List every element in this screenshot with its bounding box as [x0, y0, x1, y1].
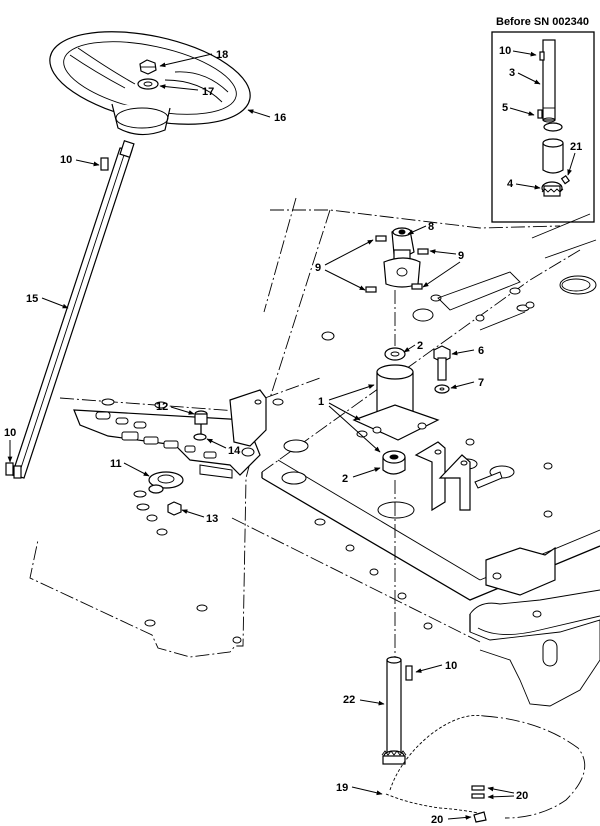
inset-leader-3 [517, 72, 541, 85]
inset-title: Before SN 002340 [496, 16, 589, 28]
inset-callout-10: 10 [499, 45, 511, 57]
callout-19: 19 [336, 782, 348, 794]
callout-2-bottom: 2 [342, 473, 348, 485]
callout-16: 16 [274, 112, 286, 124]
steering-shaft [5, 140, 135, 479]
leader-17 [159, 84, 199, 91]
inset-callout-21: 21 [570, 141, 582, 153]
callout-10-bottom: 10 [445, 660, 457, 672]
leader-2-bottom [352, 467, 381, 478]
leader-18 [159, 53, 213, 68]
steering-column-assembly [352, 227, 471, 660]
inset-leader-4 [515, 183, 541, 190]
callout-10-left: 10 [4, 427, 16, 439]
inset-leader-21 [567, 152, 576, 176]
callout-1: 1 [318, 396, 324, 408]
leader-11 [123, 462, 150, 477]
leader-1-a [328, 384, 375, 401]
inset-callout-4: 4 [507, 178, 514, 190]
callout-17: 17 [202, 86, 214, 98]
leader-12 [170, 406, 195, 415]
leader-19 [351, 786, 383, 796]
dash-panel [29, 397, 261, 658]
inset-leader-10 [512, 50, 537, 57]
leader-8 [407, 225, 427, 235]
callout-7: 7 [478, 377, 484, 389]
leader-9-right-b [422, 261, 461, 288]
callout-18: 18 [216, 49, 228, 61]
leader-20-right-a [487, 786, 515, 794]
callout-22: 22 [343, 694, 355, 706]
leader-1-b [328, 402, 361, 421]
leader-20-right-b [487, 794, 515, 800]
leader-20-bottom [447, 815, 472, 820]
steering-wheel [49, 31, 251, 136]
leader-13 [181, 509, 205, 518]
callout-13: 13 [206, 513, 218, 525]
leader-9-left-b [324, 269, 366, 291]
leader-14 [206, 438, 227, 449]
leader-9-right-a [429, 249, 457, 255]
leader-1-c [328, 405, 381, 453]
leader-7 [450, 381, 475, 389]
callout-2-top: 2 [417, 340, 423, 352]
callout-11: 11 [110, 458, 122, 470]
leader-10-bottom [415, 664, 443, 673]
chassis-frame [229, 197, 600, 707]
callout-6: 6 [478, 345, 484, 357]
leader-6 [451, 349, 475, 356]
inset-callout-5: 5 [502, 102, 508, 114]
inset-border [491, 31, 595, 223]
callout-15: 15 [26, 293, 38, 305]
callout-14: 14 [228, 445, 241, 457]
leader-10-top [75, 159, 100, 167]
callout-20-right: 20 [516, 790, 528, 802]
leader-9-left-a [324, 239, 374, 266]
inset-callout-3: 3 [509, 67, 515, 79]
leader-22 [359, 699, 385, 706]
leader-15 [41, 297, 69, 309]
callout-9-right: 9 [458, 250, 464, 262]
pinion-shaft [381, 656, 413, 765]
callouts: 18 17 16 10 15 10 12 14 11 13 8 9 9 2 6 … [4, 49, 528, 826]
inset-leader-5 [509, 107, 535, 116]
callout-12: 12 [156, 401, 168, 413]
leader-2-top [403, 344, 416, 353]
callout-9-left: 9 [315, 262, 321, 274]
callout-10-top: 10 [60, 154, 72, 166]
drive-chain [385, 714, 586, 823]
callout-8: 8 [428, 221, 434, 233]
inset-steering-shaft [537, 39, 571, 197]
callout-20-bottom: 20 [431, 814, 443, 826]
leader-16 [247, 109, 271, 118]
inset-panel: Before SN 002340 10 3 5 21 4 [491, 16, 595, 223]
